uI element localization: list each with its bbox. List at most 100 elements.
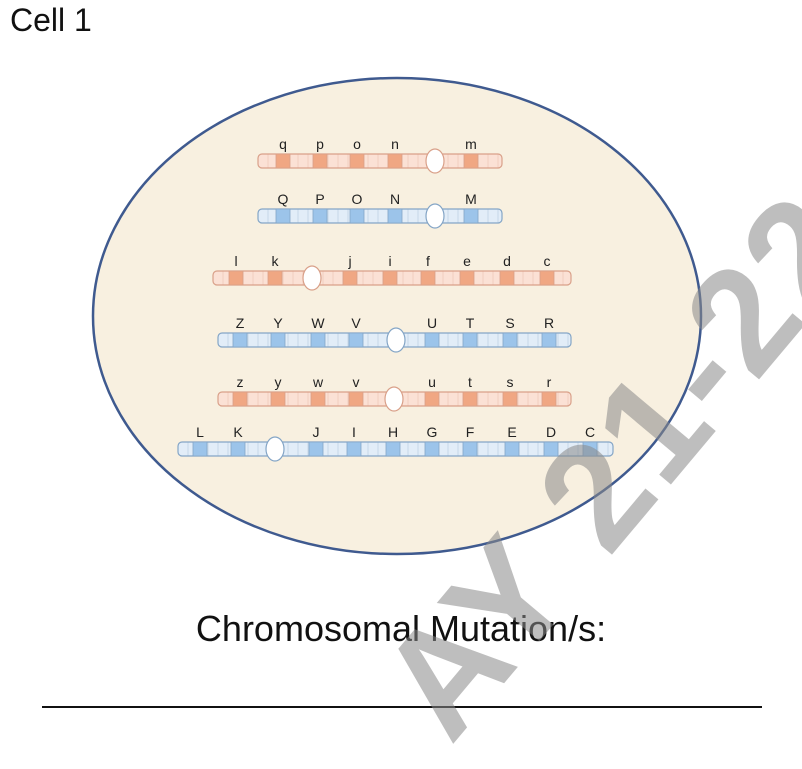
gene-band (228, 270, 244, 286)
centromere (386, 327, 406, 353)
gene-label: Z (236, 315, 245, 331)
gene-label: C (585, 424, 595, 440)
gene-band (541, 391, 557, 407)
gene-label: F (466, 424, 475, 440)
gene-label: y (275, 374, 282, 390)
gene-band (463, 153, 479, 169)
centromere (425, 148, 445, 174)
gene-label: O (352, 191, 363, 207)
gene-label: W (311, 315, 325, 331)
gene-band (348, 332, 364, 348)
gene-label: J (313, 424, 320, 440)
gene-label: N (390, 191, 400, 207)
gene-band (462, 441, 478, 457)
gene-label: o (353, 136, 361, 152)
gene-band (346, 441, 362, 457)
gene-label: k (272, 253, 280, 269)
gene-label: Y (273, 315, 283, 331)
gene-band (192, 441, 208, 457)
gene-band (270, 391, 286, 407)
gene-label: l (234, 253, 237, 269)
gene-band (463, 208, 479, 224)
gene-label: c (544, 253, 551, 269)
gene-band (543, 441, 559, 457)
page-title: Cell 1 (10, 2, 92, 38)
gene-label: t (468, 374, 472, 390)
gene-label: w (312, 374, 324, 390)
cell-body (91, 76, 703, 556)
gene-band (424, 391, 440, 407)
gene-band (230, 441, 246, 457)
gene-label: S (505, 315, 514, 331)
gene-label: j (347, 253, 351, 269)
gene-label: z (237, 374, 244, 390)
gene-label: i (388, 253, 391, 269)
gene-band (312, 153, 328, 169)
gene-band (232, 391, 248, 407)
gene-label: n (391, 136, 399, 152)
gene-band (348, 391, 364, 407)
gene-label: v (353, 374, 360, 390)
gene-label: D (546, 424, 556, 440)
gene-label: M (465, 191, 477, 207)
gene-band (308, 441, 324, 457)
gene-band (541, 332, 557, 348)
centromere (384, 386, 404, 412)
centromere (265, 436, 285, 462)
gene-label: Q (278, 191, 289, 207)
gene-band (387, 153, 403, 169)
gene-band (310, 391, 326, 407)
gene-band (275, 153, 291, 169)
question-caption: Chromosomal Mutation/s: (195, 608, 607, 649)
gene-band (310, 332, 326, 348)
gene-band (462, 391, 478, 407)
gene-label: E (507, 424, 516, 440)
answer-blank-line (42, 706, 762, 708)
gene-band (424, 441, 440, 457)
gene-band (382, 270, 398, 286)
gene-label: q (279, 136, 287, 152)
gene-label: r (547, 374, 552, 390)
gene-band (270, 332, 286, 348)
gene-band (502, 332, 518, 348)
gene-band (502, 391, 518, 407)
gene-band (385, 441, 401, 457)
gene-band (267, 270, 283, 286)
gene-band (424, 332, 440, 348)
gene-label: L (196, 424, 204, 440)
centromere (302, 265, 322, 291)
gene-band (232, 332, 248, 348)
gene-label: P (315, 191, 324, 207)
centromere (425, 203, 445, 229)
gene-band (582, 441, 598, 457)
gene-band (462, 332, 478, 348)
gene-label: u (428, 374, 436, 390)
gene-label: H (388, 424, 398, 440)
gene-label: p (316, 136, 324, 152)
gene-band (275, 208, 291, 224)
gene-label: s (507, 374, 514, 390)
gene-band (349, 208, 365, 224)
gene-label: f (426, 253, 430, 269)
gene-band (420, 270, 436, 286)
gene-band (504, 441, 520, 457)
gene-label: d (503, 253, 511, 269)
gene-band (459, 270, 475, 286)
gene-band (387, 208, 403, 224)
gene-label: R (544, 315, 554, 331)
gene-band (349, 153, 365, 169)
gene-band (312, 208, 328, 224)
gene-label: m (465, 136, 477, 152)
gene-label: V (351, 315, 361, 331)
gene-band (342, 270, 358, 286)
gene-label: I (352, 424, 356, 440)
gene-band (499, 270, 515, 286)
gene-label: e (463, 253, 471, 269)
